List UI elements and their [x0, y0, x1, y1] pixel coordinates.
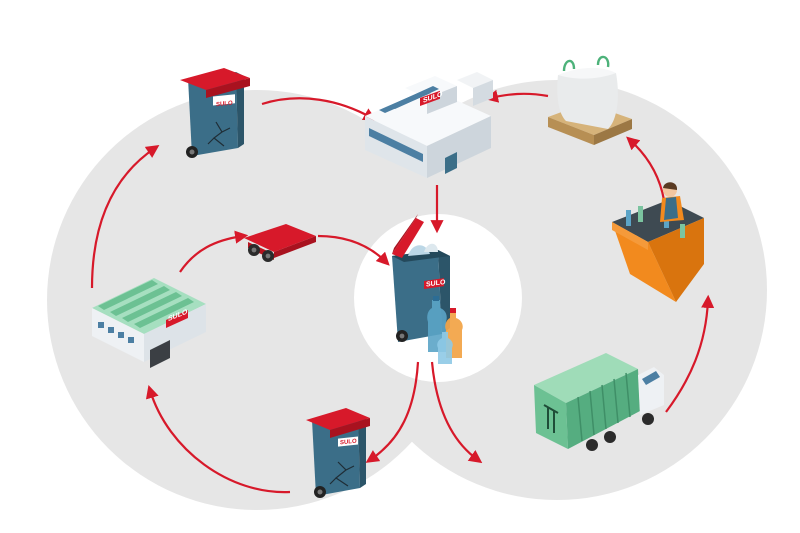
factory-icon: SULO [365, 72, 493, 178]
bin-with-bottles-icon: SULO [392, 214, 463, 364]
bin-lid-icon [244, 224, 316, 262]
sorting-worker-icon [612, 182, 704, 302]
arrow-truck-to-sorting [665, 294, 715, 413]
brand-label: SULO [426, 279, 446, 289]
arrow-bottom-bin-to-factory [145, 384, 291, 494]
arrow-top-bin-to-plant [261, 97, 377, 121]
arrow-center-down-left [365, 361, 420, 463]
cracked-bin-icon: SULO [306, 408, 370, 498]
arrow-lids-to-center-bin [317, 234, 390, 266]
brand-label: SULO [340, 439, 357, 447]
left-loop-disc [47, 90, 467, 510]
arrow-sorting-to-bulk-bag [626, 136, 666, 201]
arrow-factory-to-lids [179, 230, 249, 273]
brand-label: SULO [216, 100, 233, 108]
factory-icon: SULO [92, 278, 206, 368]
flow-arrows [90, 89, 715, 494]
arrow-center-down-right [430, 361, 483, 464]
arrow-factory-to-top-bin [90, 145, 160, 289]
garbage-truck-icon [534, 353, 664, 451]
arrow-bulk-bag-to-plant [484, 89, 549, 103]
cracked-bin-icon: SULO [180, 68, 250, 158]
bulk-bag-icon [548, 55, 632, 145]
